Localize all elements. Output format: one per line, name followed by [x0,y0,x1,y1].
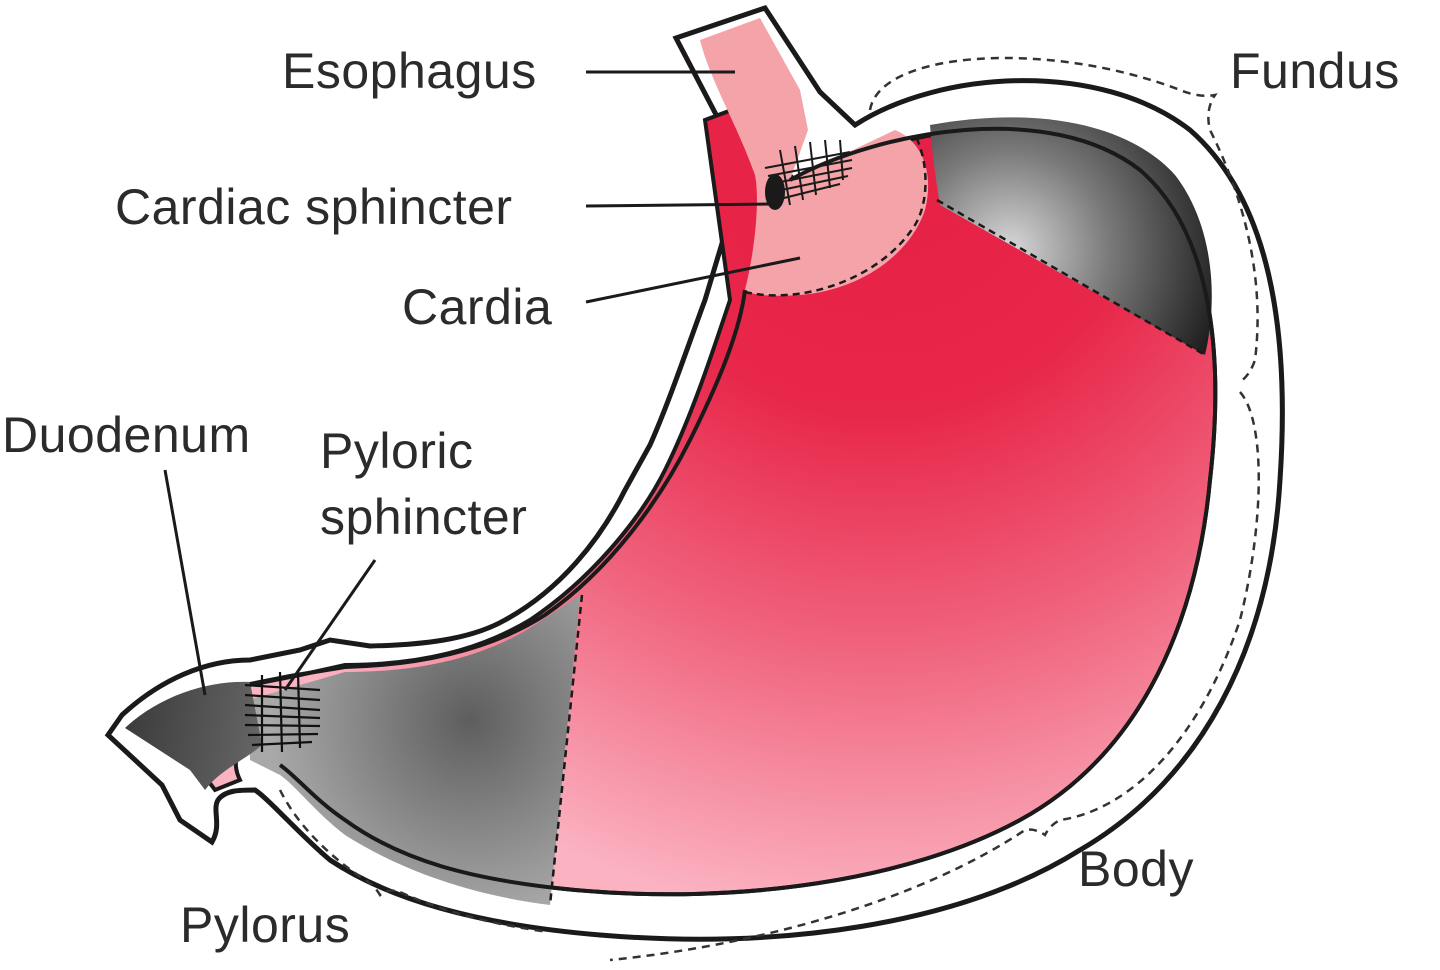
cardiac-sphincter-fibers [764,139,853,206]
label-pyloric-sphincter-line2: sphincter [320,489,527,545]
cardiac-sphincter-knot [765,174,785,210]
cardiac-sphincter-leader [585,202,771,208]
label-duodenum: Duodenum [2,407,251,463]
label-fundus: Fundus [1230,43,1400,99]
fundus-region [930,117,1212,355]
lesser-curvature-inner [249,289,747,686]
label-body: Body [1078,841,1194,897]
leader-lines [163,70,801,696]
pylorus-region [248,595,580,905]
fundus-bracket [868,56,1259,384]
label-pyloric-sphincter-line1: Pyloric [320,423,474,479]
body-bracket [609,391,1260,962]
pylorus-bracket [278,789,549,934]
duodenum-region [125,681,262,790]
label-cardiac-sphincter: Cardiac sphincter [115,179,513,235]
cardia-leader [585,256,801,304]
esophagus-region [700,18,929,296]
label-pylorus: Pylorus [180,897,350,953]
duodenum-leader [163,469,207,696]
pyloric-sphincter-fibers [244,671,321,753]
label-cardia: Cardia [402,279,552,335]
label-esophagus: Esophagus [282,43,537,99]
cardia-boundary-dashed [744,134,927,297]
fundus-boundary-dashed [936,198,1206,357]
pyloric-sphincter-leader [283,559,377,691]
stomach-inner-wall [278,126,1218,897]
pylorus-boundary-dashed [548,594,584,906]
